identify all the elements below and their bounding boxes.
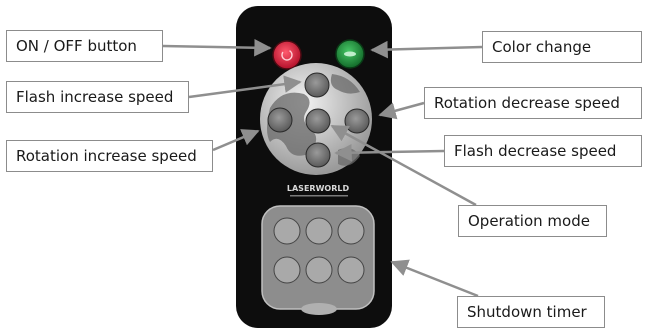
timer-button-6[interactable] (337, 256, 365, 284)
rotation-decrease-button[interactable] (344, 108, 370, 134)
arrow-on-off (162, 38, 272, 57)
brand-underline (290, 195, 348, 197)
arrow-rotation-decrease (378, 101, 425, 120)
timer-button-4[interactable] (273, 256, 301, 284)
callout-color-change: Color change (482, 31, 642, 63)
callout-rotation-increase: Rotation increase speed (6, 140, 213, 172)
arrow-operation-mode (330, 124, 477, 207)
callout-flash-decrease: Flash decrease speed (444, 135, 642, 167)
callout-shutdown-timer: Shutdown timer (457, 296, 605, 328)
flash-increase-button[interactable] (304, 72, 330, 98)
brand-logo: LASERWORLD (287, 184, 350, 193)
arrow-shutdown-timer (390, 259, 479, 298)
flash-decrease-button[interactable] (305, 142, 331, 168)
operation-mode-button[interactable] (305, 108, 331, 134)
arrow-color-change (370, 40, 483, 59)
arrow-rotation-increase (212, 129, 260, 152)
power-button[interactable] (272, 40, 302, 70)
globe-continents (267, 74, 360, 166)
color-button-label-mark (344, 51, 356, 57)
timer-button-1[interactable] (273, 217, 301, 245)
timer-button-3[interactable] (337, 217, 365, 245)
timer-button-2[interactable] (305, 217, 333, 245)
arrow-flash-increase (188, 75, 302, 99)
timer-button-5[interactable] (305, 256, 333, 284)
callout-on-off: ON / OFF button (6, 30, 163, 62)
callout-rotation-decrease: Rotation decrease speed (424, 87, 642, 119)
rotation-increase-button[interactable] (267, 107, 293, 133)
arrow-flash-decrease (334, 143, 445, 162)
power-icon (281, 49, 293, 61)
timer-tab (301, 303, 337, 315)
callout-flash-increase: Flash increase speed (6, 81, 189, 113)
callout-operation-mode: Operation mode (458, 205, 607, 237)
